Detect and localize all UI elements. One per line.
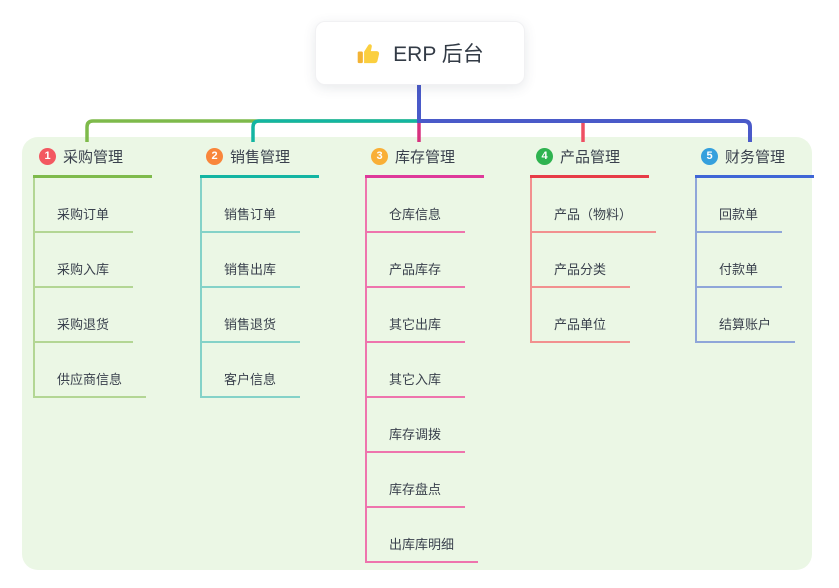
- child-label: 付款单: [695, 259, 783, 288]
- child-item[interactable]: 结算账户: [695, 288, 814, 343]
- child-item[interactable]: 付款单: [695, 233, 814, 288]
- child-label: 销售出库: [200, 259, 301, 288]
- branch-product-children: 产品（物料） 产品分类 产品单位: [530, 178, 657, 343]
- child-label: 产品单位: [530, 314, 631, 343]
- child-item[interactable]: 产品（物料）: [530, 178, 657, 233]
- branch-number-badge: 2: [206, 148, 223, 165]
- branch-purchase-children: 采购订单 采购入库 采购退货 供应商信息: [33, 178, 152, 398]
- child-item[interactable]: 采购订单: [33, 178, 152, 233]
- connector-root-stem: [417, 83, 752, 142]
- branch-purchase: 1 采购管理 采购订单 采购入库 采购退货 供应商信息: [33, 146, 152, 398]
- child-label: 采购入库: [33, 259, 134, 288]
- branch-product-header[interactable]: 4 产品管理: [530, 146, 649, 178]
- branch-label: 产品管理: [560, 149, 621, 166]
- child-item[interactable]: 库存盘点: [365, 453, 484, 508]
- child-label: 产品库存: [365, 259, 466, 288]
- branch-sales-header[interactable]: 2 销售管理: [200, 146, 319, 178]
- child-item[interactable]: 供应商信息: [33, 343, 152, 398]
- root-node[interactable]: ERP 后台: [315, 21, 525, 85]
- branch-inventory-children: 仓库信息 产品库存 其它出库 其它入库 库存调拨 库存盘点 出库库明细: [365, 178, 484, 563]
- child-label: 其它出库: [365, 314, 466, 343]
- child-label: 库存盘点: [365, 479, 466, 508]
- child-item[interactable]: 产品分类: [530, 233, 656, 288]
- child-item[interactable]: 产品库存: [365, 233, 484, 288]
- branches-panel: [22, 137, 812, 570]
- child-label: 采购退货: [33, 314, 134, 343]
- child-label: 客户信息: [200, 369, 301, 398]
- child-item[interactable]: 销售退货: [200, 288, 319, 343]
- child-label: 销售退货: [200, 314, 301, 343]
- child-item[interactable]: 产品单位: [530, 288, 656, 343]
- branch-label: 销售管理: [230, 149, 291, 166]
- branch-sales-children: 销售订单 销售出库 销售退货 客户信息: [200, 178, 319, 398]
- branch-finance: 5 财务管理 回款单 付款单 结算账户: [695, 146, 814, 343]
- child-label: 其它入库: [365, 369, 466, 398]
- child-item[interactable]: 销售订单: [200, 178, 319, 233]
- branch-label: 库存管理: [395, 149, 456, 166]
- child-label: 采购订单: [33, 204, 134, 233]
- branch-inventory: 3 库存管理 仓库信息 产品库存 其它出库 其它入库 库存调拨 库存盘点 出库库…: [365, 146, 484, 563]
- child-label: 结算账户: [695, 314, 796, 343]
- child-item[interactable]: 回款单: [695, 178, 814, 233]
- child-label: 产品（物料）: [530, 204, 657, 233]
- child-item[interactable]: 采购退货: [33, 288, 152, 343]
- branch-number-badge: 5: [701, 148, 718, 165]
- branch-inventory-header[interactable]: 3 库存管理: [365, 146, 484, 178]
- branch-sales: 2 销售管理 销售订单 销售出库 销售退货 客户信息: [200, 146, 319, 398]
- root-label: ERP 后台: [393, 43, 484, 66]
- branch-number-badge: 3: [371, 148, 388, 165]
- branch-number-badge: 1: [39, 148, 56, 165]
- branch-label: 采购管理: [63, 149, 124, 166]
- child-item[interactable]: 出库库明细: [365, 508, 484, 563]
- branch-purchase-header[interactable]: 1 采购管理: [33, 146, 152, 178]
- thumbs-up-icon: [357, 43, 380, 63]
- child-item[interactable]: 客户信息: [200, 343, 319, 398]
- child-label: 销售订单: [200, 204, 301, 233]
- child-item[interactable]: 库存调拨: [365, 398, 484, 453]
- child-label: 仓库信息: [365, 204, 466, 233]
- child-label: 出库库明细: [365, 534, 479, 563]
- child-label: 回款单: [695, 204, 783, 233]
- branch-finance-children: 回款单 付款单 结算账户: [695, 178, 814, 343]
- branch-number-badge: 4: [536, 148, 553, 165]
- child-item[interactable]: 其它出库: [365, 288, 484, 343]
- branch-product: 4 产品管理 产品（物料） 产品分类 产品单位: [530, 146, 657, 343]
- branch-finance-header[interactable]: 5 财务管理: [695, 146, 814, 178]
- child-label: 库存调拨: [365, 424, 466, 453]
- child-label: 供应商信息: [33, 369, 147, 398]
- child-item[interactable]: 其它入库: [365, 343, 484, 398]
- child-item[interactable]: 采购入库: [33, 233, 152, 288]
- child-item[interactable]: 销售出库: [200, 233, 319, 288]
- child-item[interactable]: 仓库信息: [365, 178, 484, 233]
- child-label: 产品分类: [530, 259, 631, 288]
- branch-label: 财务管理: [725, 149, 786, 166]
